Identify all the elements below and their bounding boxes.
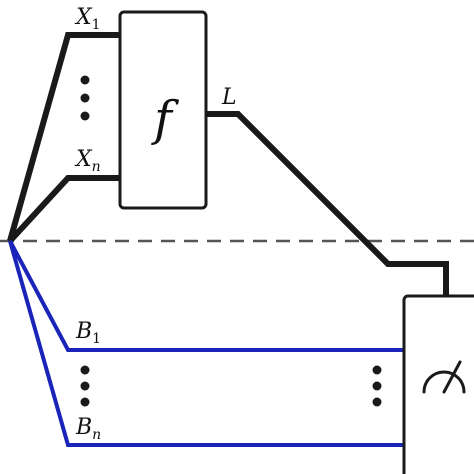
wire-bn <box>8 240 404 447</box>
measurement-box <box>402 294 474 474</box>
meter-icon <box>422 360 466 394</box>
wire-b1 <box>8 240 404 352</box>
wire-xn <box>7 175 120 244</box>
lower-wires <box>8 240 404 447</box>
wire-l <box>206 111 449 296</box>
label-b1: B1 <box>75 319 101 347</box>
label-bn: Bn <box>75 415 101 443</box>
vertical-dots-icon <box>80 365 90 407</box>
label-x1: X1 <box>74 5 101 33</box>
upper-wires <box>7 32 449 296</box>
wire-x1 <box>7 32 120 242</box>
label-xn: Xn <box>74 147 101 175</box>
vertical-dots-icon <box>80 75 90 121</box>
vertical-dots-icon <box>372 365 382 407</box>
label-l: L <box>221 85 237 110</box>
function-box <box>118 10 208 210</box>
